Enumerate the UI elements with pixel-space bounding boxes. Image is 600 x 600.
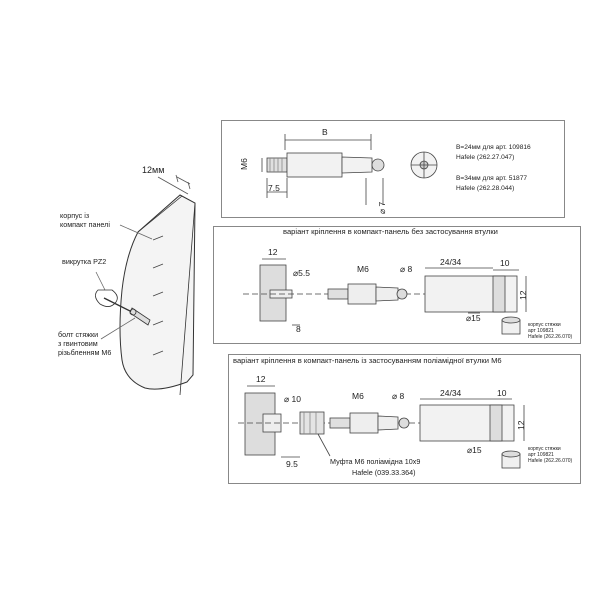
panel-a-title: варіант кріплення в компакт-панель без з… bbox=[283, 227, 498, 236]
panel-b-title: варіант кріплення в компакт-панель із за… bbox=[233, 356, 502, 365]
thickness-label: 12мм bbox=[142, 165, 165, 175]
panel-b-dim-9-5: 9.5 bbox=[286, 459, 298, 469]
panel-b-caption: корпус стяжки арт 109821 Hafele (262.26.… bbox=[528, 446, 573, 464]
panel-a-dim-d15: ⌀15 bbox=[466, 313, 481, 323]
panel-b-dim-d10: ⌀ 10 bbox=[284, 394, 301, 404]
panel-b-dim-24-34: 24/34 bbox=[440, 388, 462, 398]
bolt-label: болт стяжки з гвинтовим різьбленням М6 bbox=[58, 330, 112, 357]
panel-a-dim-d5-5: ⌀5.5 bbox=[293, 268, 310, 278]
panel-a-dim-24-34: 24/34 bbox=[440, 257, 462, 267]
panel-a-dim-12: 12 bbox=[268, 247, 278, 257]
note-1-line-2: Hafele (262.27.047) bbox=[456, 154, 515, 161]
panel-a-dim-10: 10 bbox=[500, 258, 510, 268]
panel-b-dim-10: 10 bbox=[497, 388, 507, 398]
sleeve-label-line-2: Hafele (039.33.364) bbox=[352, 468, 416, 477]
dim-b: B bbox=[322, 127, 328, 137]
panel-b-dim-d8: ⌀ 8 bbox=[392, 391, 405, 401]
note-1-line-1: B=24мм для арт. 109816 bbox=[456, 144, 531, 151]
panel-a-dim-m6: M6 bbox=[357, 264, 369, 274]
dim-7-5: 7.5 bbox=[268, 183, 280, 193]
panel-b-dim-12-vertical: 12 bbox=[516, 420, 526, 430]
sleeve-label-line-1: Муфта М6 поліамідна 10х9 bbox=[330, 457, 421, 466]
panel-b-dim-d15: ⌀15 bbox=[467, 445, 482, 455]
panel-b-dim-m6: M6 bbox=[352, 391, 364, 401]
panel-a-dim-8: 8 bbox=[296, 324, 301, 334]
note-2-line-2: Hafele (262.28.044) bbox=[456, 185, 515, 192]
body-label: корпус із компакт панелі bbox=[60, 211, 110, 229]
panel-a-caption: корпус стяжки арт 109821 Hafele (262.26.… bbox=[528, 322, 573, 340]
panel-b-dim-12: 12 bbox=[256, 374, 266, 384]
note-2-line-1: B=34мм для арт. 51877 bbox=[456, 175, 528, 182]
screwdriver-label: викрутка PZ2 bbox=[62, 257, 107, 266]
panel-a-dim-d8: ⌀ 8 bbox=[400, 264, 413, 274]
